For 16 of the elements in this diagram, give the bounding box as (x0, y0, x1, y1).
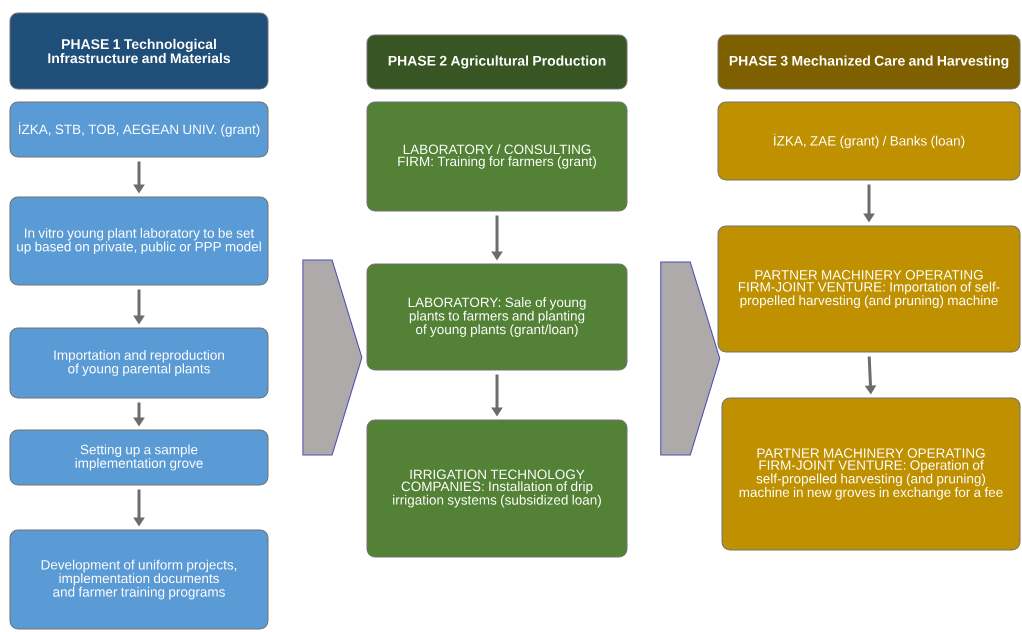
process-box: IRRIGATION TECHNOLOGY COMPANIES: Installation of drip irrigation systems (subsidized loan) (366, 419, 628, 558)
process-box: In vitro young plant laboratory to be set up based on private, public or PPP model (9, 196, 269, 286)
chevron-arrow (302, 259, 363, 456)
process-box: Development of uniform projects, implementation documents and farmer training programs (9, 529, 269, 630)
phase-header: PHASE 1 Technological Infrastructure and Materials (9, 12, 269, 90)
process-box: Setting up a sample implementation grove (9, 429, 269, 486)
process-box: Importation and reproduction of young parental plants (9, 327, 269, 399)
process-box: PARTNER MACHINERY OPERATING FIRM-JOINT VENTURE: Importation of self-propelled harvesting (and pruning) machine (717, 225, 1021, 353)
process-box: LABORATORY / CONSULTING FIRM: Training for farmers (grant) (366, 101, 628, 212)
process-box: LABORATORY: Sale of young plants to farmers and planting of young plants (grant/loan) (366, 263, 628, 371)
process-box: İZKA, STB, TOB, AEGEAN UNIV. (grant) (9, 101, 269, 158)
process-box: İZKA, ZAE (grant) / Banks (loan) (717, 101, 1021, 181)
chevron-arrow (660, 261, 721, 456)
phase-header: PHASE 2 Agricultural Production (366, 34, 628, 90)
phase-header: PHASE 3 Mechanized Care and Harvesting (717, 34, 1021, 90)
process-box: PARTNER MACHINERY OPERATING FIRM-JOINT VENTURE: Operation of self-propelled harvesting (and pruning) machine in new groves in exchange for a fee (721, 397, 1021, 551)
